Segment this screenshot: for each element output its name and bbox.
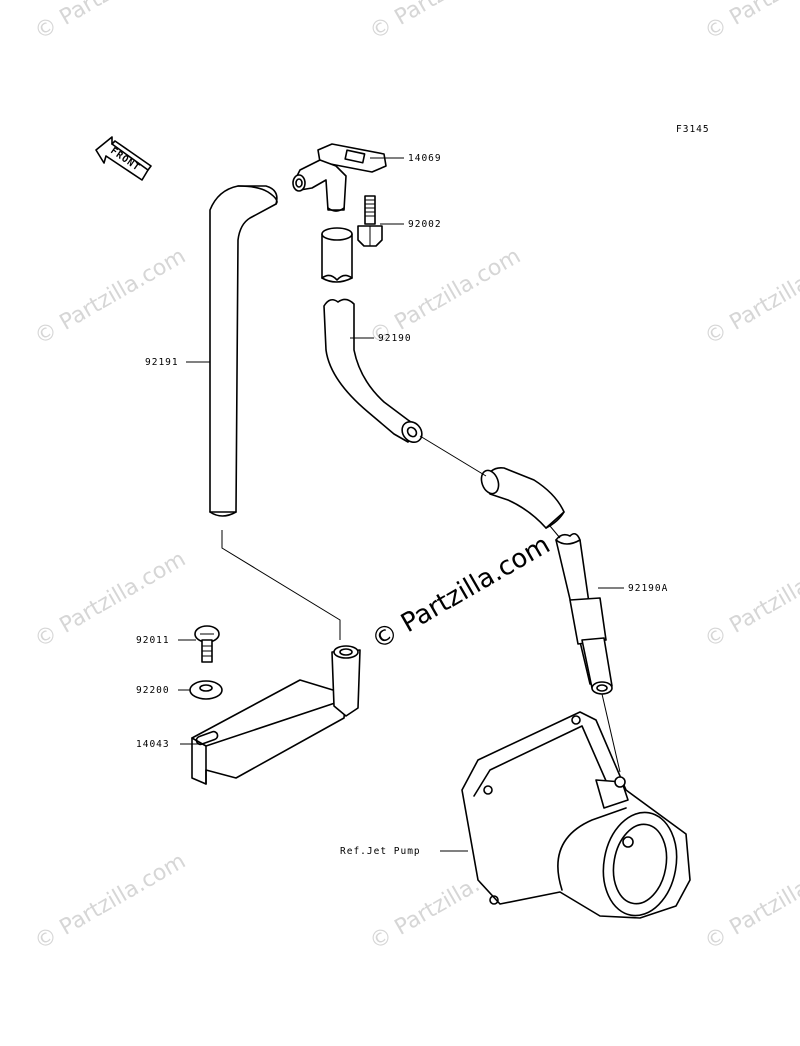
bracket-14043 — [191, 645, 361, 785]
connector-lines — [178, 157, 624, 852]
middle-hose — [480, 466, 565, 529]
part-labels: 14069 92002 92191 92190 92190A 92011 922… — [136, 153, 668, 857]
hose-92191 — [209, 185, 278, 517]
watermark: © Partzilla.com — [701, 244, 800, 351]
watermark-layer: © Partzilla.com © Partzilla.com © Partzi… — [31, 0, 800, 955]
elbow-fitting-14069 — [292, 143, 387, 212]
label-92190A: 92190A — [628, 583, 668, 594]
watermark: © Partzilla.com — [701, 0, 800, 45]
short-hose — [321, 227, 353, 283]
front-arrow-icon: FRONT — [95, 136, 152, 181]
watermark: © Partzilla.com — [366, 0, 526, 45]
watermark: © Partzilla.com — [31, 0, 191, 45]
label-ref-jet-pump: Ref.Jet Pump — [340, 846, 421, 857]
label-92190: 92190 — [378, 333, 412, 344]
screw-92011 — [194, 625, 220, 663]
bolt-92002 — [357, 195, 383, 247]
label-92002: 92002 — [408, 219, 442, 230]
label-92200: 92200 — [136, 685, 170, 696]
label-92011: 92011 — [136, 635, 170, 646]
label-92191: 92191 — [145, 357, 179, 368]
watermark: © Partzilla.com — [31, 849, 191, 956]
label-14069: 14069 — [408, 153, 442, 164]
hose-92190 — [323, 298, 423, 444]
jet-pump — [461, 711, 691, 919]
watermark: © Partzilla.com — [701, 547, 800, 654]
watermark: © Partzilla.com — [31, 244, 191, 351]
hose-92190A — [555, 532, 613, 695]
washer-92200 — [189, 680, 223, 700]
watermark-center: © Partzilla.com — [367, 530, 556, 656]
figure-code: F3145 — [676, 124, 710, 135]
label-14043: 14043 — [136, 739, 170, 750]
watermark: © Partzilla.com — [701, 849, 800, 956]
